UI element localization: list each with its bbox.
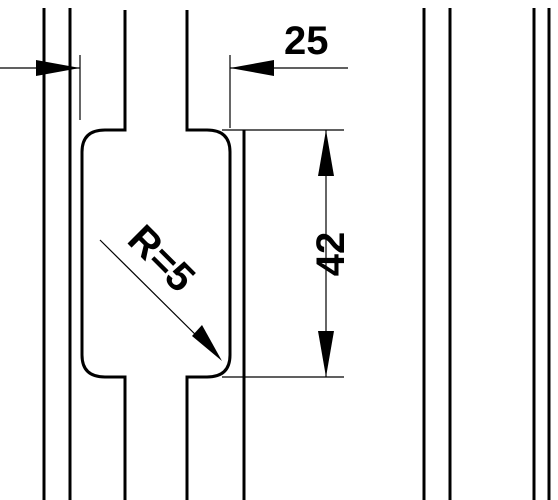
arrowhead-top: [318, 130, 334, 176]
gap-dimension-label: 25: [284, 19, 329, 63]
radius-callout: R=5: [99, 217, 222, 361]
slot-profile-outline: [80, 10, 232, 500]
height-dimension: 42: [222, 129, 353, 378]
arrowhead-right: [230, 60, 274, 76]
height-dimension-label: 42: [309, 232, 353, 277]
gap-dimension: 25: [0, 19, 348, 128]
radius-arrowhead: [192, 325, 222, 361]
arrowhead-bottom: [318, 331, 334, 377]
radius-label: R=5: [119, 217, 203, 301]
arrowhead-left: [36, 60, 80, 76]
